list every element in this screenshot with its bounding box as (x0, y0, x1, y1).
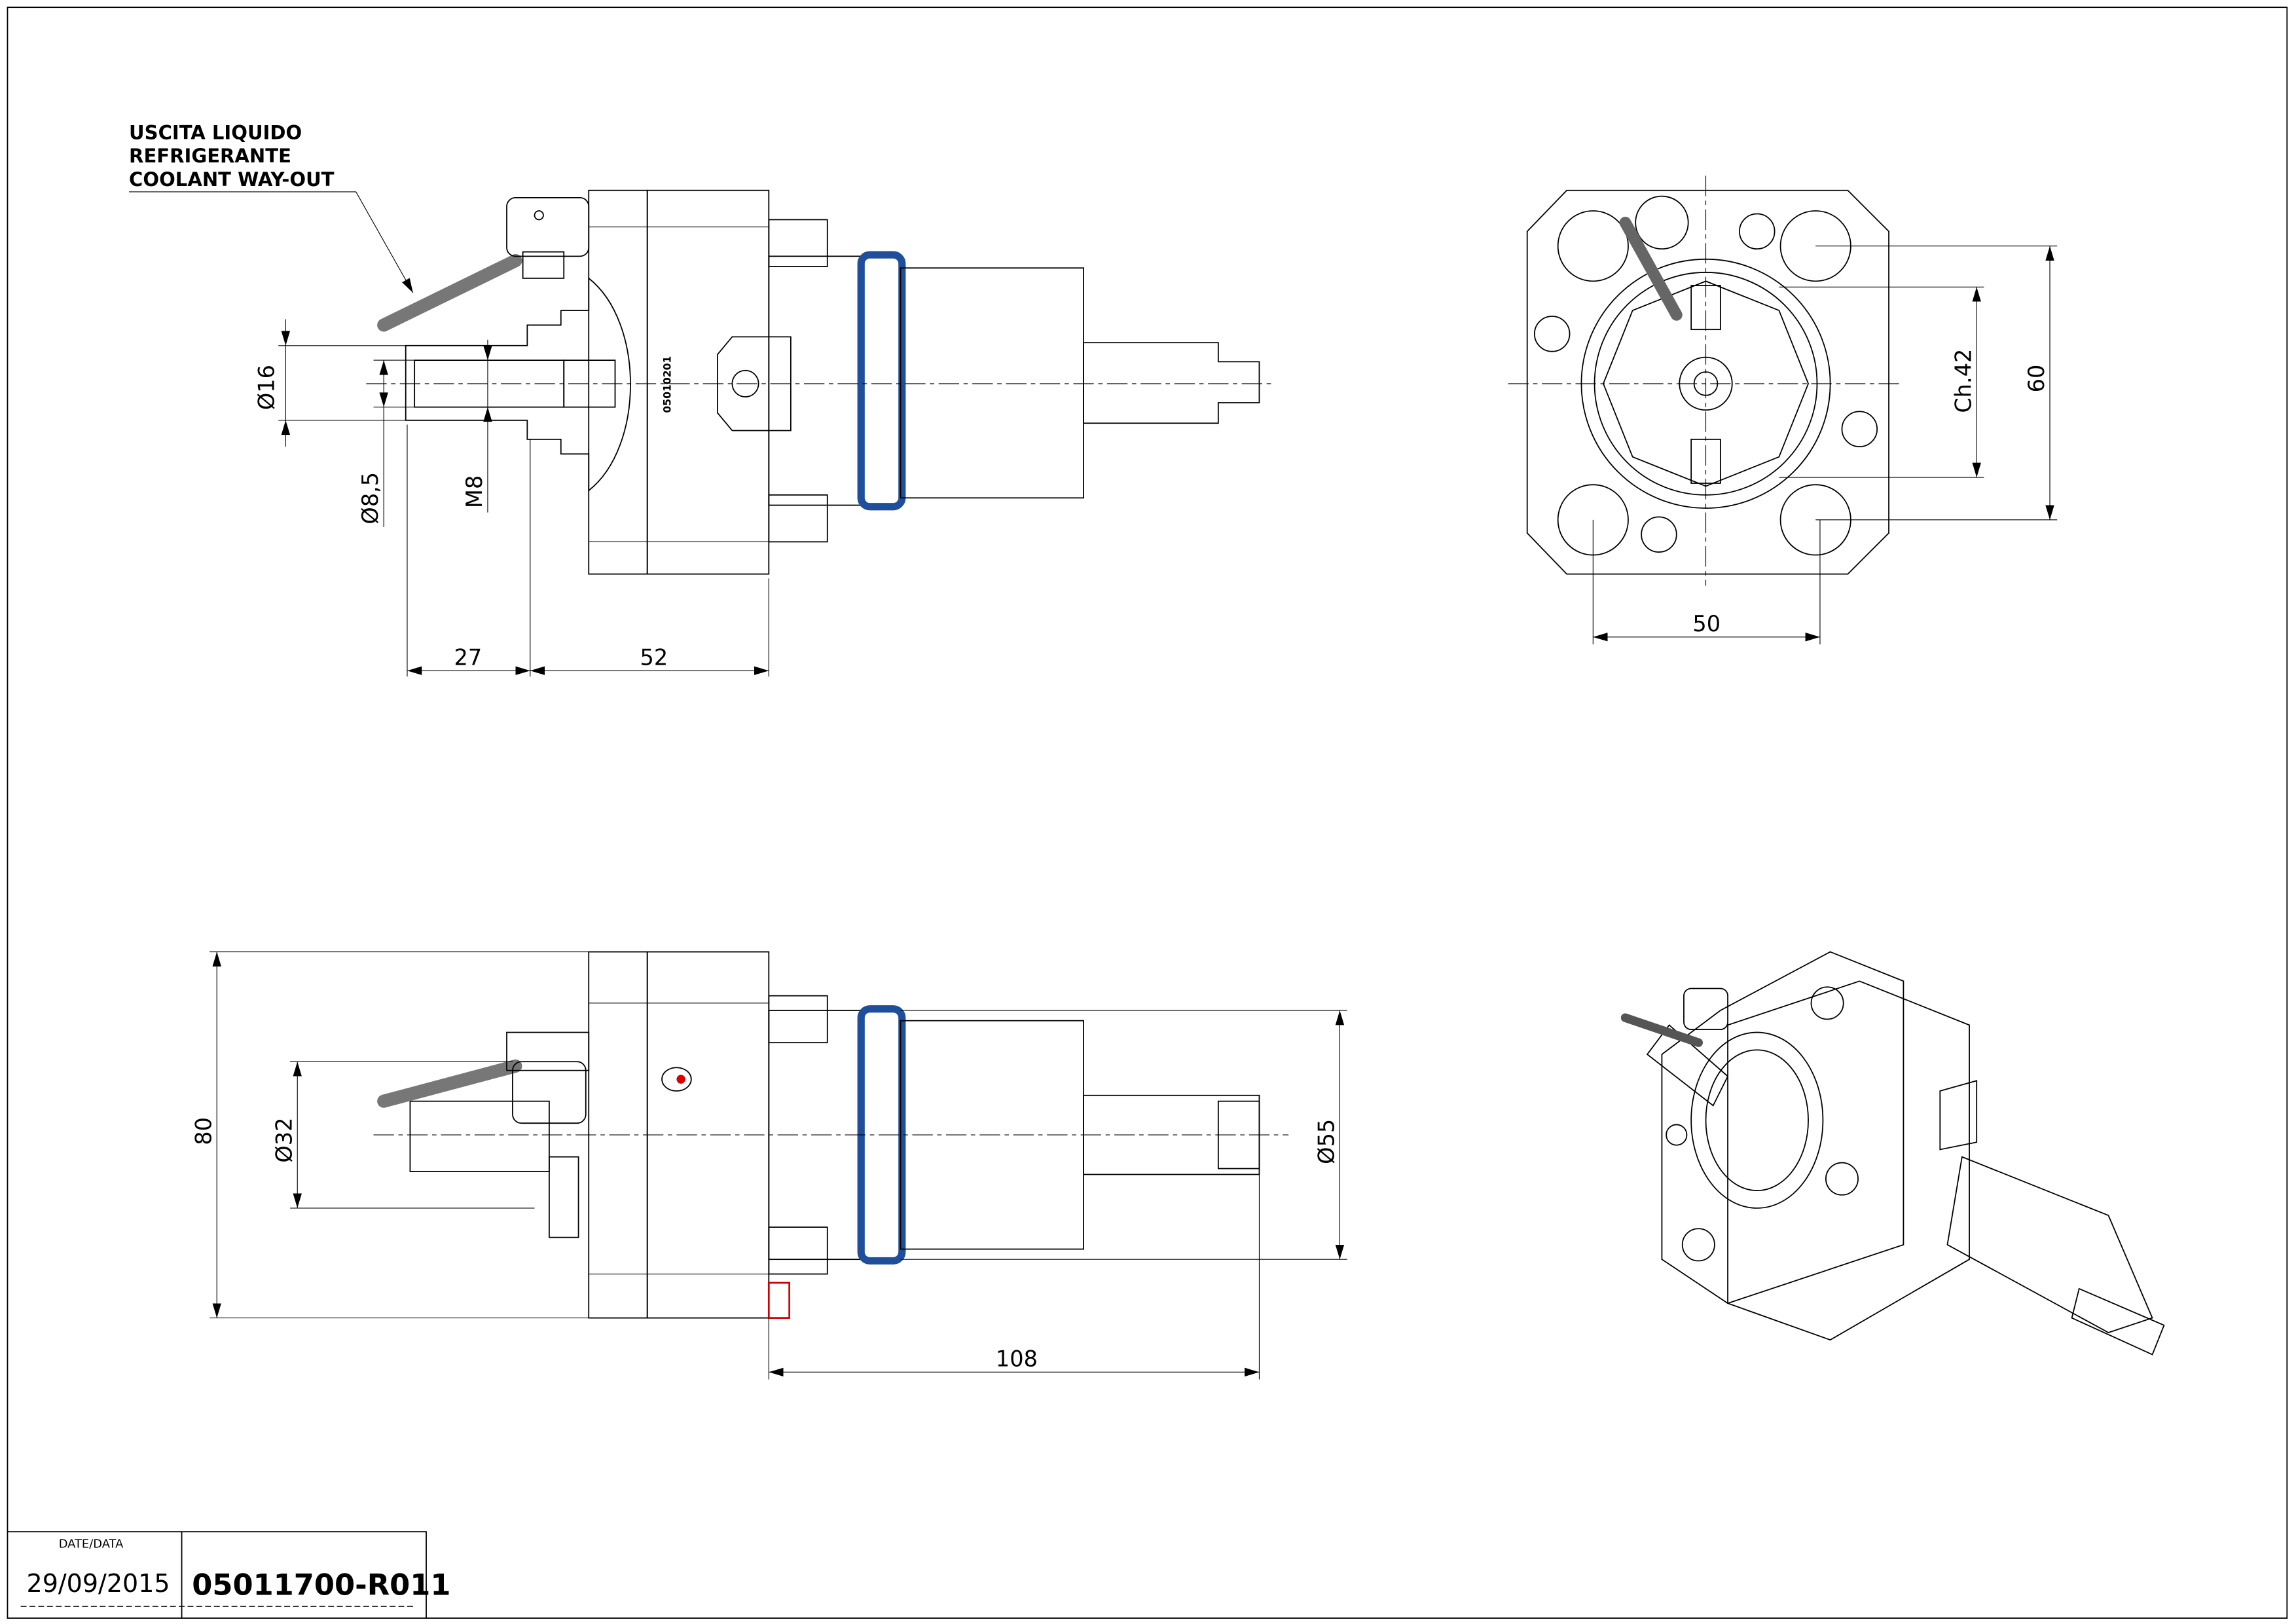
fitting-hole (534, 210, 544, 221)
annotation-line3: COOLANT WAY-OUT (129, 168, 335, 191)
dim-ch42: Ch.42 (1950, 349, 1976, 413)
isometric-view (1620, 951, 2165, 1356)
dim-27: 27 (454, 644, 483, 670)
dim-50: 50 (1692, 611, 1721, 637)
dim-60: 60 (2024, 365, 2049, 393)
annotation-line2: REFRIGERANTE (129, 145, 291, 167)
coolant-pipe-front (1619, 216, 1683, 321)
drawing-border (7, 7, 2288, 1619)
dim-108: 108 (996, 1346, 1038, 1371)
coolant-port (1635, 195, 1689, 250)
dim-d16: Ø16 (253, 365, 279, 410)
front-view: 60 Ch.42 50 (1508, 175, 2058, 644)
flange-plate (588, 189, 648, 575)
flange-square (1526, 189, 1889, 575)
coolant-pipe (377, 253, 522, 332)
drive-key (717, 336, 792, 432)
collar (768, 255, 865, 506)
part-marking: 05010201 (661, 356, 673, 413)
side-section-view: 05010201 USCITA LIQUIDO REFRIGERANTE COO… (129, 121, 1274, 677)
coolant-fitting-nut (506, 196, 590, 257)
side-view: 80 Ø32 Ø55 108 (191, 951, 1347, 1380)
drawing-number: 05011700-R011 (192, 1567, 450, 1602)
dim-d55: Ø55 (1314, 1119, 1339, 1164)
seal-ring (857, 251, 906, 511)
dim-80: 80 (191, 1117, 216, 1145)
threaded-stud-top (768, 219, 828, 267)
adapter-section (405, 277, 631, 492)
threaded-stud-bottom (768, 494, 828, 543)
annotation-line1: USCITA LIQUIDO (129, 121, 302, 143)
dim-d8-5: Ø8,5 (357, 472, 383, 525)
date-value: 29/09/2015 (27, 1569, 170, 1598)
output-shaft (1083, 342, 1260, 424)
date-label: DATE/DATA (59, 1538, 124, 1551)
dim-d32: Ø32 (271, 1118, 297, 1163)
coolant-nozzle (661, 1067, 692, 1092)
coolant-fitting-hex (522, 251, 565, 279)
dim-m8: M8 (462, 475, 487, 508)
spindle-housing (900, 267, 1084, 499)
title-block: DATE/DATA 29/09/2015 05011700-R011 (7, 1531, 450, 1619)
dim-52: 52 (640, 644, 668, 670)
iso-flange (1661, 951, 1904, 1304)
